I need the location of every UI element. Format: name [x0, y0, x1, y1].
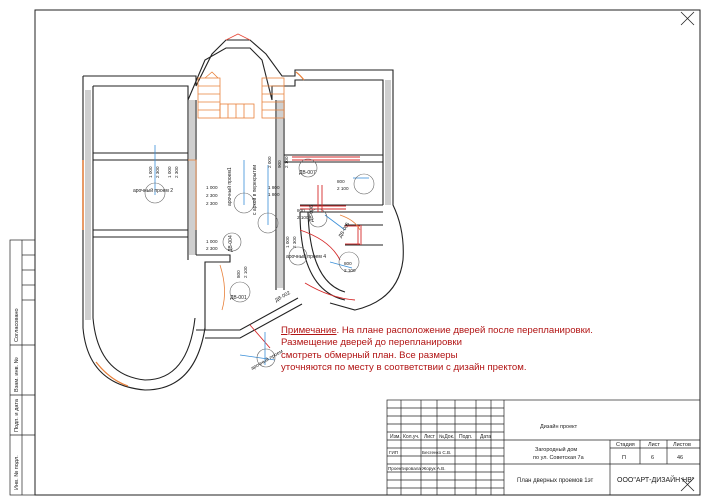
- title-headers: Изм. Кол.уч. Лист №Док. Подп. Дата: [390, 434, 491, 440]
- door-swings: [82, 71, 361, 387]
- note-line-4: уточняются по месту в соответствии с диз…: [281, 361, 527, 373]
- title-block: [386, 399, 701, 496]
- dim-text: 2 100: [284, 156, 289, 168]
- note-heading: Примечание: [281, 325, 337, 336]
- stage-value: П: [622, 455, 626, 461]
- dim-text: 2 100: [297, 215, 309, 220]
- dim-text: 800: [344, 261, 352, 266]
- dim-text: 1 000: [285, 236, 290, 248]
- name-gip: Бесгенко С.В.: [422, 450, 451, 455]
- title-rows: ГИП Бесгенко С.В. Проектировала Жорук А.…: [388, 450, 451, 471]
- object-line1: Загородный дом: [535, 446, 577, 453]
- strip-label-podp: Подп. и дата: [14, 398, 20, 432]
- note-line-2: Размещение дверей до перепланировки: [281, 337, 462, 349]
- header-kol: Кол.уч.: [403, 434, 419, 440]
- dim-text: 1 000: [148, 166, 153, 178]
- header-doc: №Док.: [439, 434, 454, 440]
- left-strip: [9, 239, 36, 496]
- header-data: Дата: [480, 434, 491, 440]
- header-podp: Подп.: [459, 434, 472, 440]
- dim-text: 1 800: [268, 185, 280, 190]
- sheet-title: План дверных проемов 1эт: [517, 478, 594, 484]
- dim-text: 2 300: [155, 166, 160, 178]
- dimensions: 1 000 2 300 1 800 900 2 100 2 000 800 2 …: [148, 156, 356, 278]
- role-designer: Проектировала: [388, 466, 421, 471]
- label-arch-bottom: арочный проем: [250, 347, 285, 371]
- dim-text: 2 100: [337, 186, 349, 191]
- dim-text: 2 100: [243, 266, 248, 278]
- corner-mark: [680, 11, 695, 492]
- dim-text: 2 300: [206, 246, 218, 251]
- label-dv002: ДВ-002: [274, 290, 292, 304]
- dim-text: 900: [277, 160, 282, 168]
- sheets-value: 46: [677, 455, 683, 461]
- note-line-1: Примечание. На плане расположение дверей…: [281, 325, 611, 337]
- header-izm: Изм.: [390, 434, 401, 440]
- callout-lines: [154, 145, 369, 365]
- label-dv007: ДВ-007: [299, 170, 316, 176]
- role-gip: ГИП: [389, 450, 398, 455]
- stairs: [197, 33, 285, 119]
- sheet-header: Лист: [648, 442, 660, 448]
- dim-text: 800: [337, 179, 345, 184]
- dim-text: 2 300: [292, 236, 297, 248]
- dim-text: 1 000: [206, 239, 218, 244]
- object-line2: по ул. Советская 7а: [533, 455, 585, 461]
- label-arch-1: арочный проем1: [226, 167, 233, 206]
- company-name: ООО"АРТ-ДИЗАЙН НВ": [617, 475, 695, 484]
- note-line-3: смотреть обмерный план. Все размеры: [281, 349, 458, 361]
- design-project-label: Дизайн проект: [540, 423, 578, 430]
- strip-label-soglasovano: Согласовано: [14, 308, 20, 342]
- label-dv005: ДВ-005: [338, 221, 352, 239]
- dim-text: 1 800: [268, 192, 280, 197]
- note-text-1: . На плане расположение дверей после пер…: [336, 325, 593, 336]
- label-arch-2: арочный проем 2: [133, 187, 173, 194]
- dim-text: 800: [236, 270, 241, 278]
- label-dv001: ДВ-001: [230, 295, 247, 301]
- strip-label-vzam: Взам. инв. №: [14, 357, 20, 392]
- dim-text: 2 000: [267, 156, 272, 168]
- note-block: Примечание. На плане расположение дверей…: [281, 325, 611, 374]
- floor-plan: [82, 33, 404, 391]
- label-dv006: ДВ-006: [309, 205, 315, 222]
- strip-label-inv: Инв. № подл.: [14, 455, 20, 490]
- name-designer: Жорук А.В.: [422, 466, 446, 471]
- dim-text: 800: [297, 208, 305, 213]
- dim-text: 2 100: [344, 268, 356, 273]
- dim-text: 2 300: [174, 166, 179, 178]
- label-arch-ceiling: с аркой в перекрытии: [251, 165, 258, 215]
- label-arch-4: арочный проем 4: [286, 253, 326, 260]
- label-dv004: ДВ-004: [228, 235, 234, 252]
- dim-text: 2 300: [206, 201, 218, 206]
- sheet-frame: [34, 9, 701, 496]
- sheet-value: 6: [651, 455, 654, 461]
- sheets-header: Листов: [673, 442, 691, 448]
- dim-text: 1 000: [206, 185, 218, 190]
- dim-text: 2 300: [206, 193, 218, 198]
- door-markers: [144, 158, 375, 368]
- stage-header: Стадия: [616, 442, 635, 448]
- header-list: Лист: [424, 434, 436, 440]
- dim-text: 1 000: [167, 166, 172, 178]
